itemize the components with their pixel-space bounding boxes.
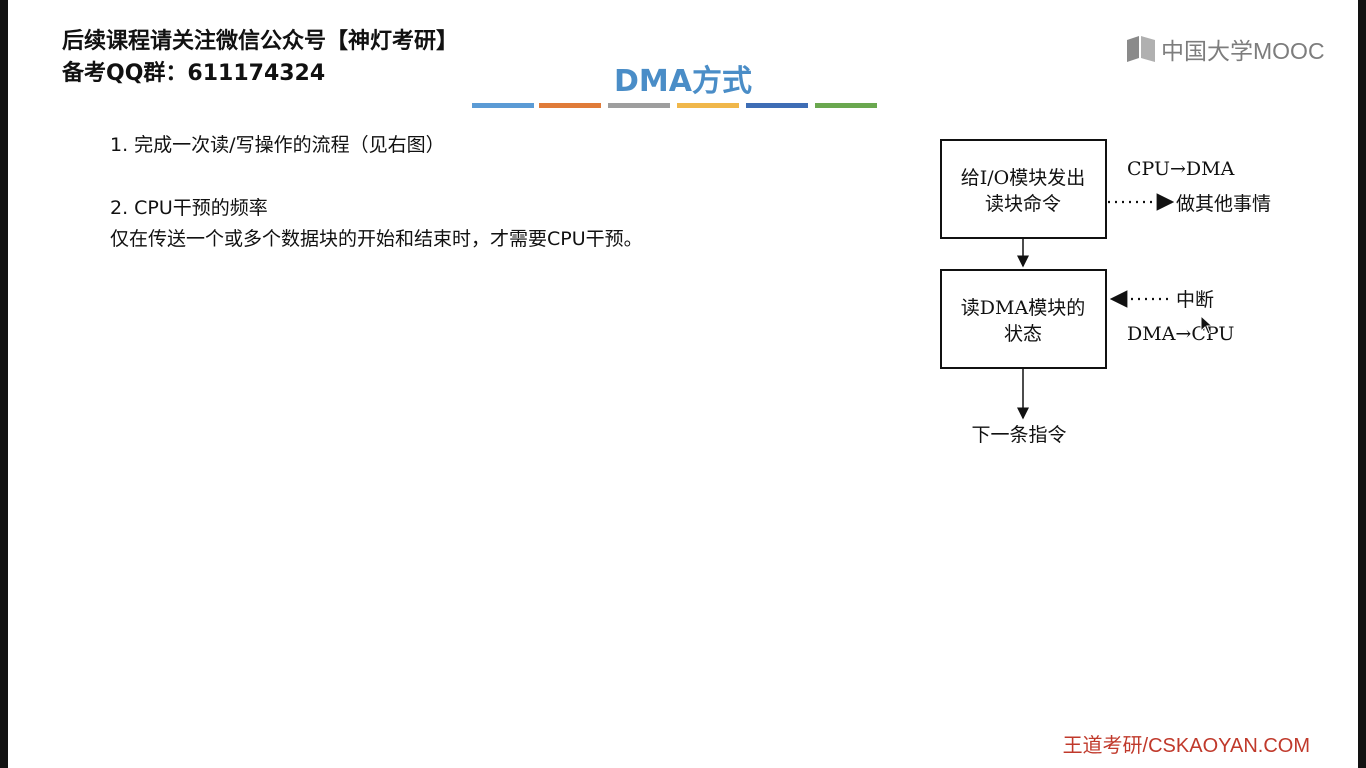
mooc-logo: 中国大学MOOC	[1125, 32, 1325, 66]
side-label-cpu-dma: CPU→DMA	[1127, 158, 1235, 180]
flow-box-2-line-1: 读DMA模块的	[961, 297, 1085, 319]
left-border	[0, 0, 8, 768]
color-bar-2	[539, 103, 601, 108]
mooc-book-icon	[1127, 36, 1155, 62]
right-border	[1358, 0, 1366, 768]
slide-title: DMA方式	[614, 64, 752, 99]
footer-brand: 王道考研/CSKAOYAN.COM	[1062, 735, 1310, 757]
dma-flow-diagram: 给I/O模块发出 读块命令 读DMA模块的 状态 CPU→DMA 做其他事情 中…	[940, 139, 1271, 446]
point-1: 1. 完成一次读/写操作的流程（见右图）	[110, 134, 445, 156]
slide: 后续课程请关注微信公众号【神灯考研】 备考QQ群：611174324 中国大学M…	[8, 0, 1358, 768]
color-bar-1	[472, 103, 534, 108]
watermark-line-1: 后续课程请关注微信公众号【神灯考研】	[62, 29, 459, 54]
mooc-logo-text: 中国大学MOOC	[1161, 38, 1325, 64]
flow-box-2-line-2: 状态	[1004, 323, 1042, 345]
point-2-detail: 仅在传送一个或多个数据块的开始和结束时，才需要CPU干预。	[110, 228, 643, 250]
flow-box-1	[940, 139, 1107, 239]
side-label-other-work: 做其他事情	[1176, 193, 1271, 215]
mouse-cursor-icon	[1200, 315, 1214, 335]
flow-box-1-line-1: 给I/O模块发出	[961, 167, 1085, 189]
flow-end-label: 下一条指令	[971, 424, 1066, 446]
flow-box-1-line-2: 读块命令	[985, 193, 1061, 215]
watermark: 后续课程请关注微信公众号【神灯考研】 备考QQ群：611174324	[62, 26, 458, 90]
side-label-dma-cpu: DMA→CPU	[1127, 323, 1234, 345]
color-bar-4	[677, 103, 739, 108]
point-2: 2. CPU干预的频率	[110, 197, 268, 219]
color-bar-3	[608, 103, 670, 108]
watermark-line-2: 备考QQ群：611174324	[62, 61, 326, 86]
side-label-interrupt: 中断	[1176, 289, 1214, 311]
color-bar-6	[815, 103, 877, 108]
color-bar-5	[746, 103, 808, 108]
slide-content: 1. 完成一次读/写操作的流程（见右图） 2. CPU干预的频率 仅在传送一个或…	[110, 130, 643, 255]
flow-box-2	[940, 269, 1107, 369]
